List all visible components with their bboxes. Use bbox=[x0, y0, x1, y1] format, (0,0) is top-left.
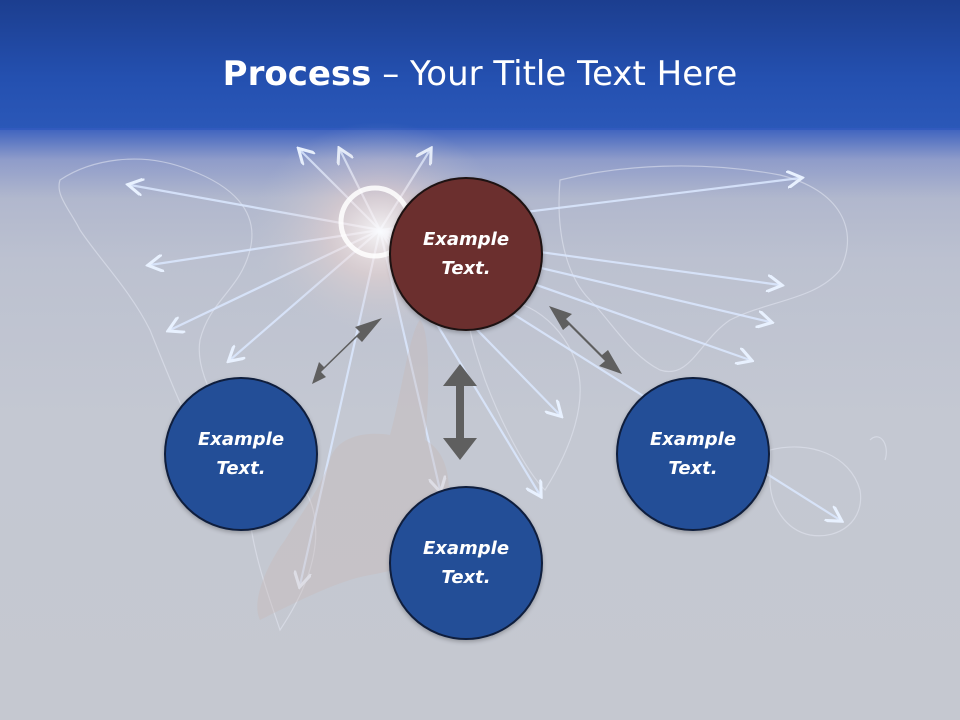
title-bar bbox=[0, 0, 960, 130]
node-bottom-line1: Example bbox=[422, 538, 510, 559]
double-arrow-center bbox=[443, 364, 477, 460]
title-text: Your Title Text Here bbox=[410, 54, 738, 94]
title-separator: – bbox=[371, 54, 411, 94]
title-bold: Process bbox=[222, 54, 372, 94]
node-top-line1: Example bbox=[422, 229, 510, 250]
node-left-line2: Text. bbox=[216, 458, 266, 479]
node-right-line2: Text. bbox=[668, 458, 718, 479]
slide-title: Process – Your Title Text Here bbox=[0, 52, 960, 96]
process-node-left: Example Text. bbox=[164, 377, 318, 531]
double-arrow-right bbox=[549, 306, 622, 374]
double-arrow-left bbox=[312, 318, 382, 384]
node-right-line1: Example bbox=[649, 429, 737, 450]
node-bottom-line2: Text. bbox=[441, 567, 491, 588]
node-left-line1: Example bbox=[197, 429, 285, 450]
process-node-right: Example Text. bbox=[616, 377, 770, 531]
process-node-top: Example Text. bbox=[389, 177, 543, 331]
node-top-line2: Text. bbox=[441, 258, 491, 279]
process-node-bottom: Example Text. bbox=[389, 486, 543, 640]
